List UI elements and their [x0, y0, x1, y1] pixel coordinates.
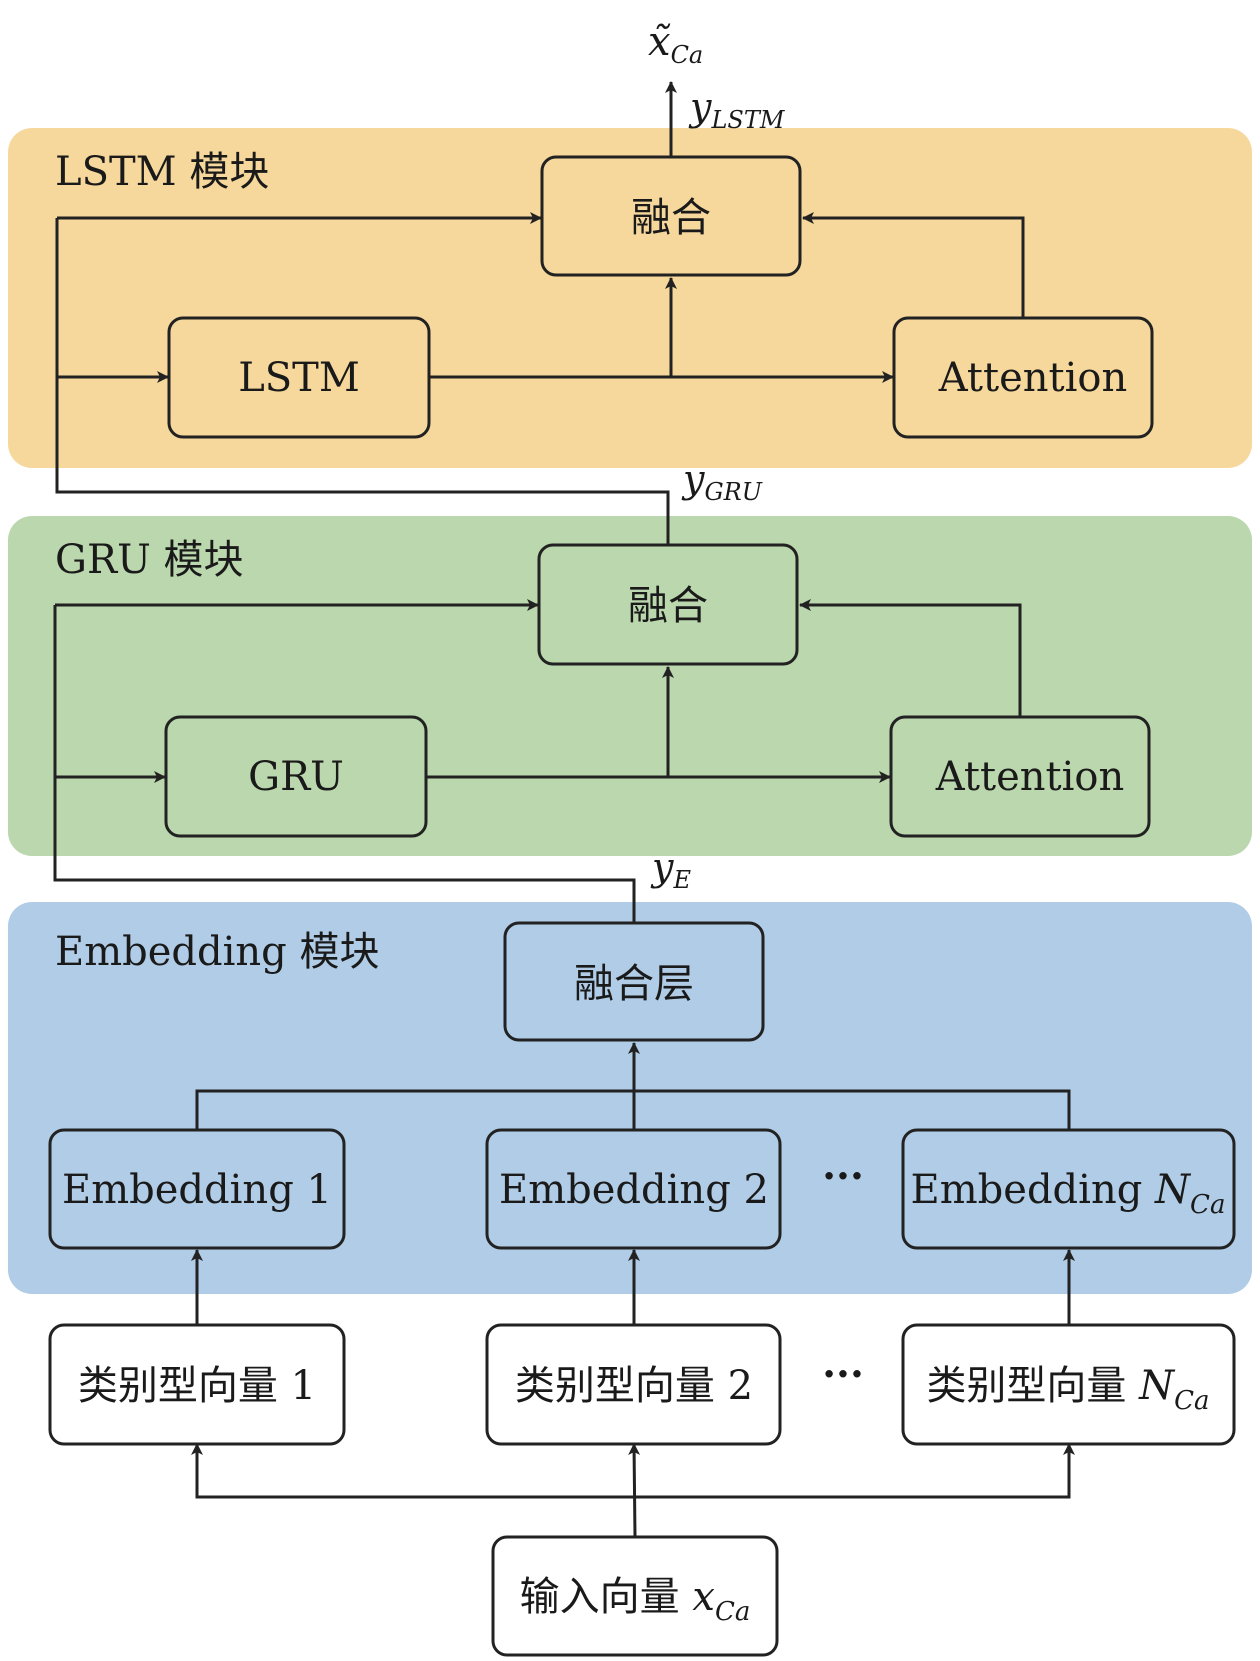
fusion-layer-label: 融合层	[574, 961, 694, 1007]
output-x-tilde-label: x̃Ca	[648, 19, 703, 69]
lstm-module-title: LSTM 模块	[55, 149, 269, 195]
embedding-n-label: Embedding NCa	[911, 1167, 1226, 1220]
lstm-fusion-label: 融合	[631, 195, 711, 241]
categorical-vector-1-box	[48, 1323, 346, 1446]
gru-fusion-label: 融合	[628, 583, 708, 629]
categorical-ellipsis: ···	[822, 1351, 864, 1398]
input-vector-label: 输入向量 xCa	[520, 1574, 751, 1627]
embedding-1-box	[48, 1128, 346, 1250]
categorical-vector-1-label: 类别型向量 1	[78, 1363, 316, 1409]
embedding-2-box	[485, 1128, 782, 1250]
gru-attention-label: Attention	[935, 754, 1124, 800]
lstm-attention-label: Attention	[938, 355, 1127, 401]
categorical-vector-2-label: 类别型向量 2	[515, 1363, 753, 1409]
gru-module-title: GRU 模块	[55, 537, 244, 583]
embedding-1-label: Embedding 1	[62, 1167, 332, 1213]
y-gru-label: yGRU	[681, 457, 763, 506]
categorical-vector-n-label: 类别型向量 NCa	[926, 1363, 1209, 1416]
embedding-ellipsis: ···	[822, 1153, 864, 1200]
lstm-fusion-box	[540, 155, 802, 277]
lstm-label: LSTM	[238, 355, 360, 401]
lstm-box	[167, 316, 431, 439]
embedding-module-title: Embedding 模块	[55, 929, 380, 975]
y-lstm-label: yLSTM	[688, 85, 786, 134]
gru-box	[164, 715, 428, 838]
gru-label: GRU	[248, 754, 344, 800]
embedding-2-label: Embedding 2	[499, 1167, 769, 1213]
gru-fusion-box	[537, 543, 799, 666]
embedding-n-box	[901, 1128, 1236, 1250]
connections	[53, 81, 1075, 1538]
gru-attention-box	[889, 715, 1151, 838]
fusion-layer-box	[503, 921, 765, 1042]
y-e-label: yE	[650, 845, 691, 894]
categorical-vector-2-box	[485, 1323, 782, 1446]
input-vector-box	[491, 1535, 779, 1657]
lstm-attention-box	[892, 316, 1154, 439]
categorical-vector-n-box	[901, 1323, 1236, 1446]
